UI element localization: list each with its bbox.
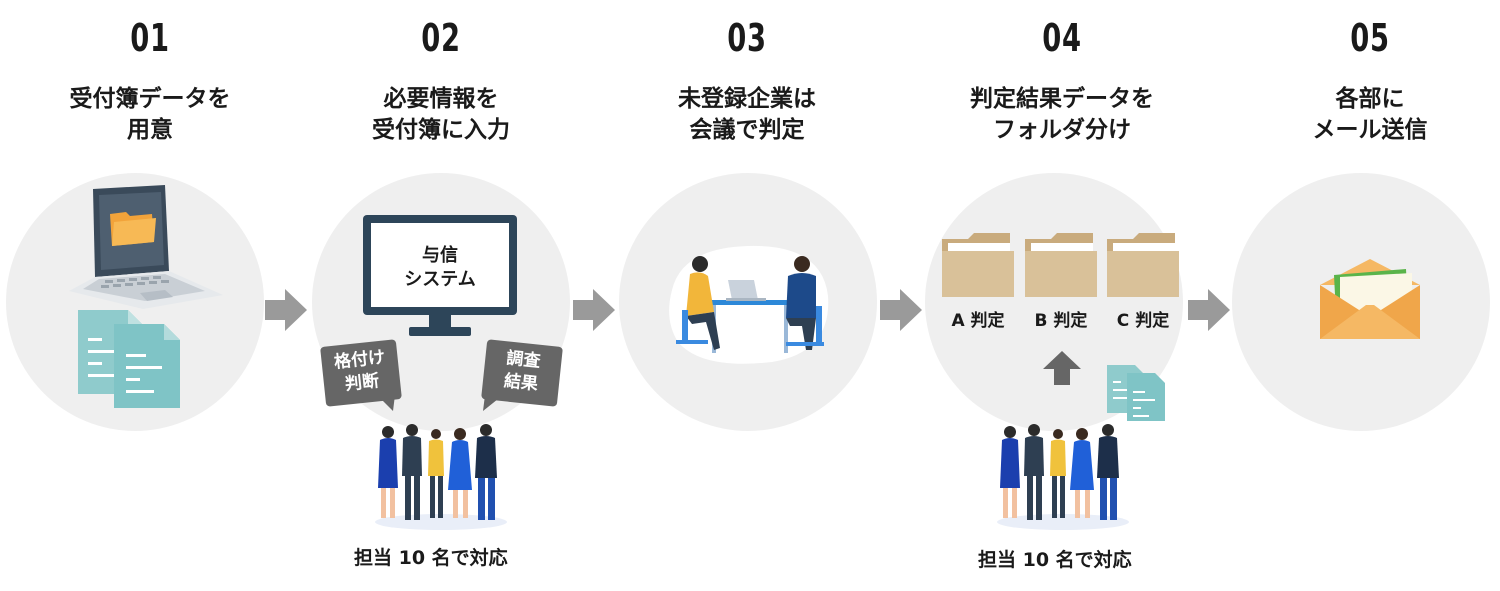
envelope-icon	[1320, 259, 1420, 339]
right-arrow-icon	[573, 289, 615, 331]
right-arrow-icon	[265, 289, 307, 331]
right-arrow-icon	[880, 289, 922, 331]
speech-bubble-icon	[483, 395, 503, 411]
folder-label-c: C 判定	[1116, 311, 1170, 331]
folder-icon	[110, 212, 156, 246]
step-number: 03	[727, 16, 767, 60]
step-number: 01	[130, 16, 170, 60]
step-number: 04	[1042, 16, 1082, 60]
people-group-icon	[997, 424, 1129, 530]
step-title: 判定結果データを フォルダ分け	[970, 86, 1154, 143]
step-number: 05	[1350, 16, 1390, 60]
step-title: 未登録企業は 会議で判定	[678, 86, 816, 143]
staff-caption: 担当 10 名で対応	[978, 549, 1132, 571]
folder-label-a: A 判定	[951, 311, 1005, 331]
right-arrow-icon	[1188, 289, 1230, 331]
folder-icon	[1025, 233, 1097, 297]
step-title: 受付簿データを 用意	[69, 86, 231, 143]
monitor-icon	[363, 215, 517, 336]
monitor-label: 与信 システム	[404, 245, 476, 290]
staff-caption: 担当 10 名で対応	[354, 547, 508, 569]
bubble-text: 格付け 判断	[333, 347, 387, 395]
people-group-icon	[375, 424, 507, 530]
document-icon	[78, 310, 180, 408]
folder-icon	[942, 233, 1014, 297]
bubble-text: 調査 結果	[503, 348, 542, 395]
up-arrow-icon	[1043, 351, 1081, 385]
document-icon	[1107, 365, 1165, 421]
meeting-icon	[669, 245, 829, 364]
step-number: 02	[421, 16, 461, 60]
folder-icon	[1107, 233, 1179, 297]
folder-label-b: B 判定	[1034, 311, 1088, 331]
speech-bubble-icon	[377, 395, 395, 411]
step-title: 各部に メール送信	[1312, 86, 1428, 143]
step-title: 必要情報を 受付簿に入力	[372, 86, 510, 143]
